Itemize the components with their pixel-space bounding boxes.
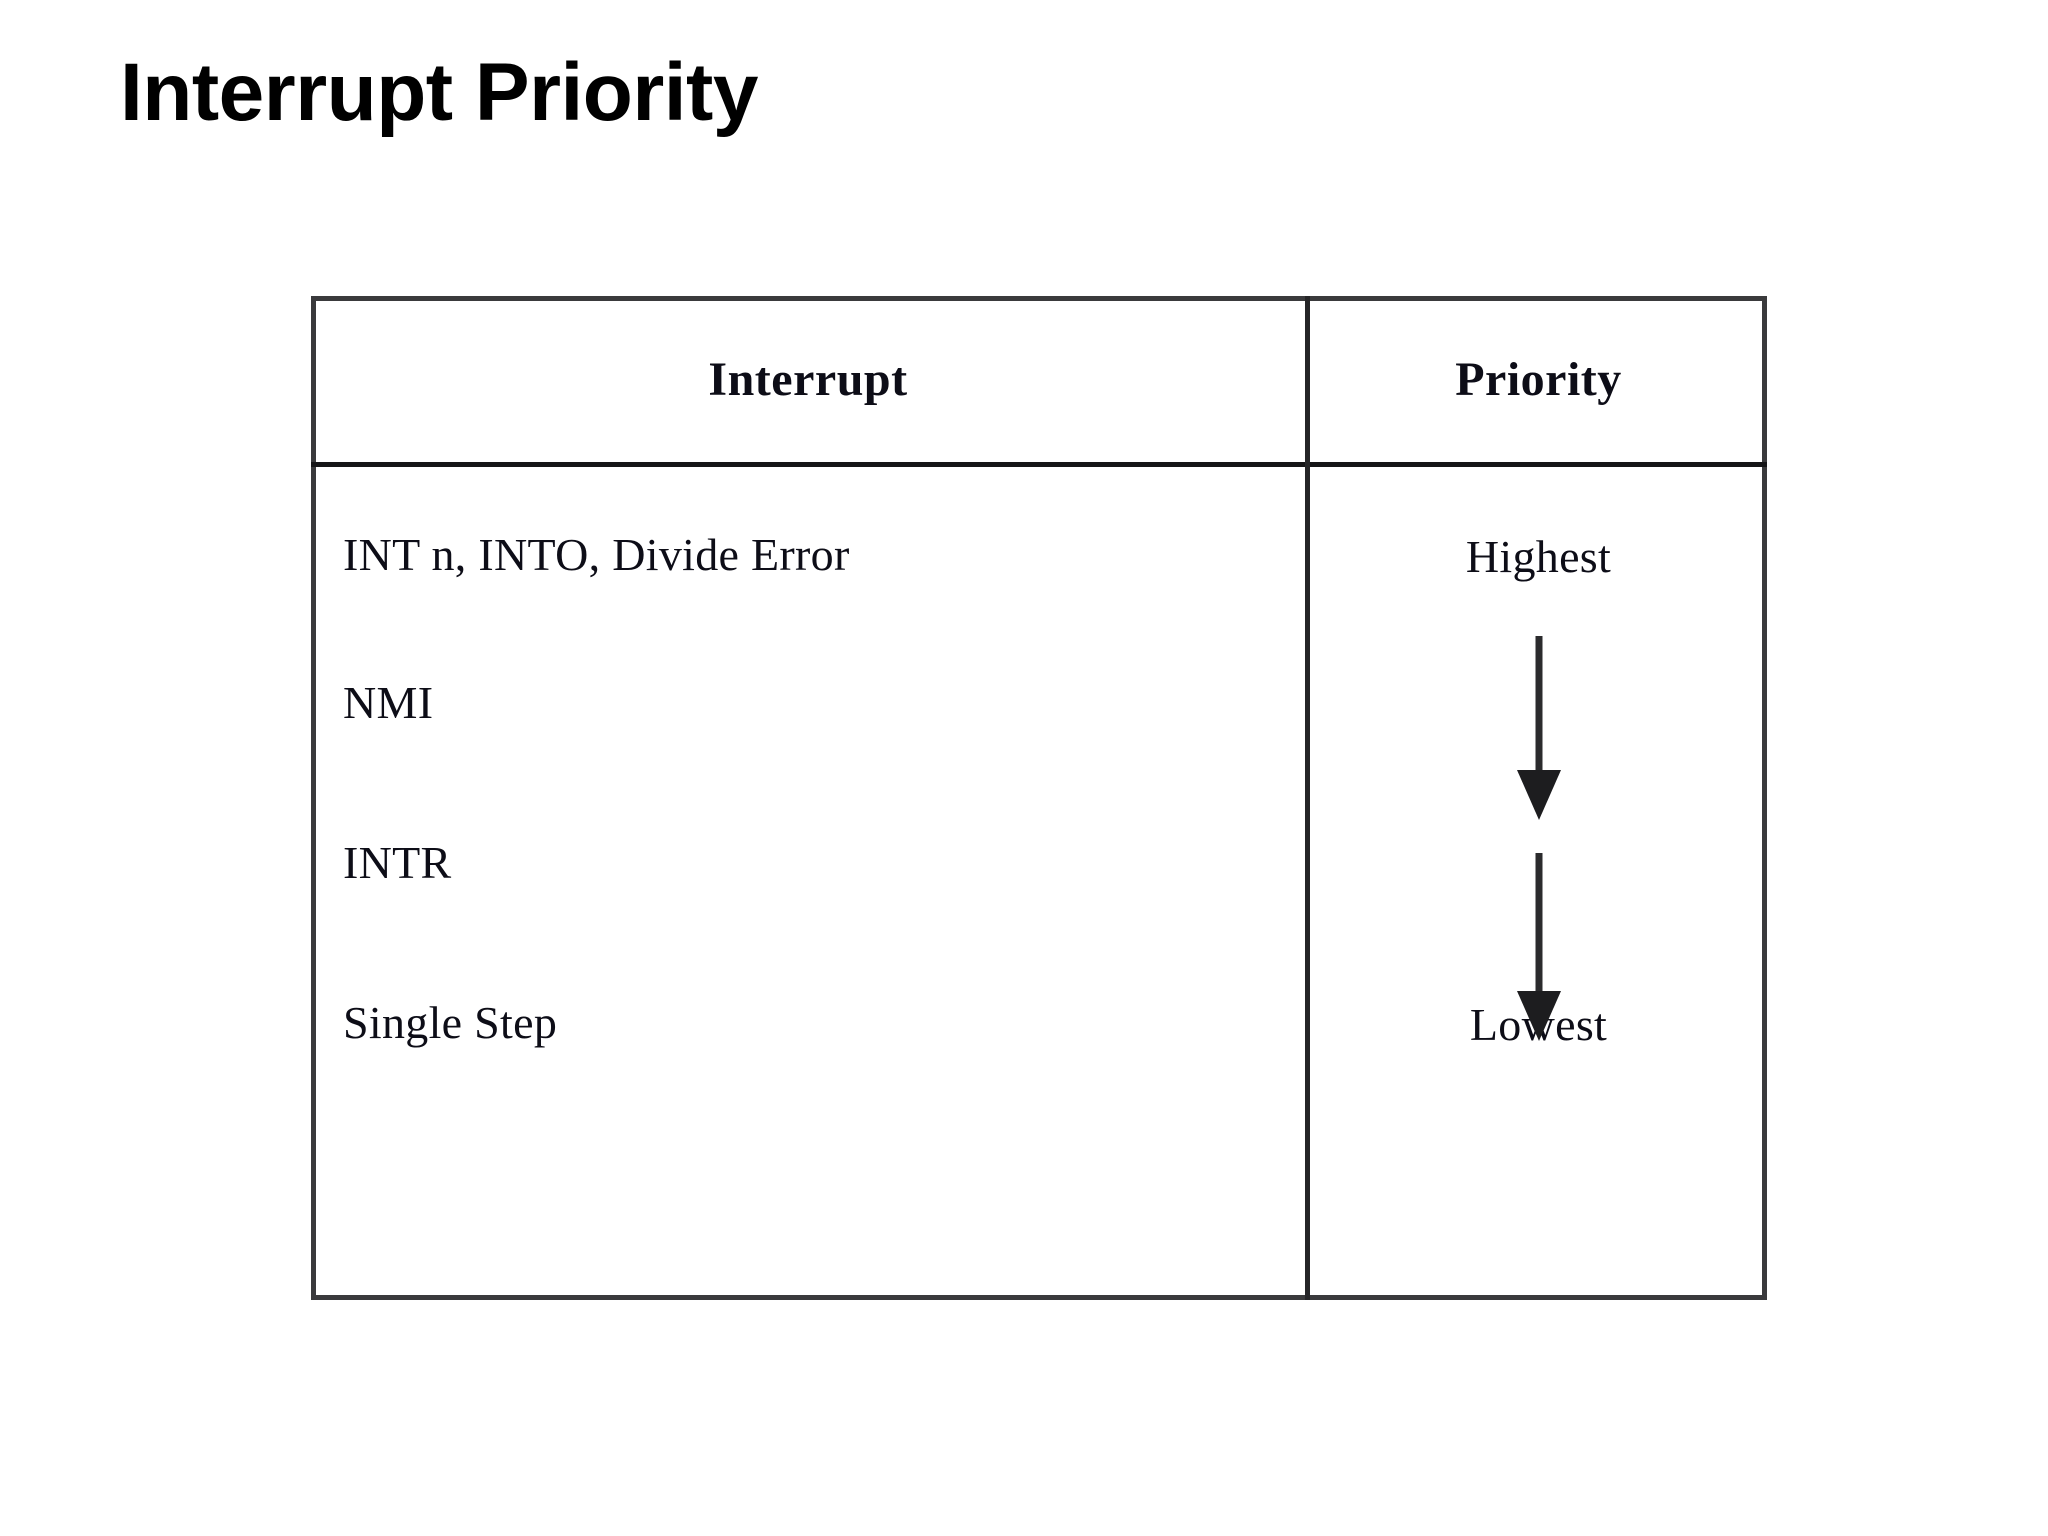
- table-header-rule: [311, 462, 1767, 467]
- table-column-divider: [1305, 296, 1310, 1300]
- column-header-interrupt: Interrupt: [708, 352, 908, 406]
- table-row: Single Step: [343, 997, 558, 1048]
- priority-value-highest: Highest: [1465, 531, 1612, 582]
- page-title: Interrupt Priority: [120, 47, 758, 138]
- column-header-priority: Priority: [1455, 352, 1622, 406]
- table-row: NMI: [343, 677, 434, 728]
- priority-arrow-down-icon: [1510, 853, 1568, 1041]
- table-row: INT n, INTO, Divide Error: [343, 529, 850, 580]
- priority-arrow-down-icon: [1510, 636, 1568, 820]
- interrupt-priority-table: Interrupt Priority INT n, INTO, Divide E…: [311, 296, 1767, 1300]
- table-row: INTR: [343, 837, 452, 888]
